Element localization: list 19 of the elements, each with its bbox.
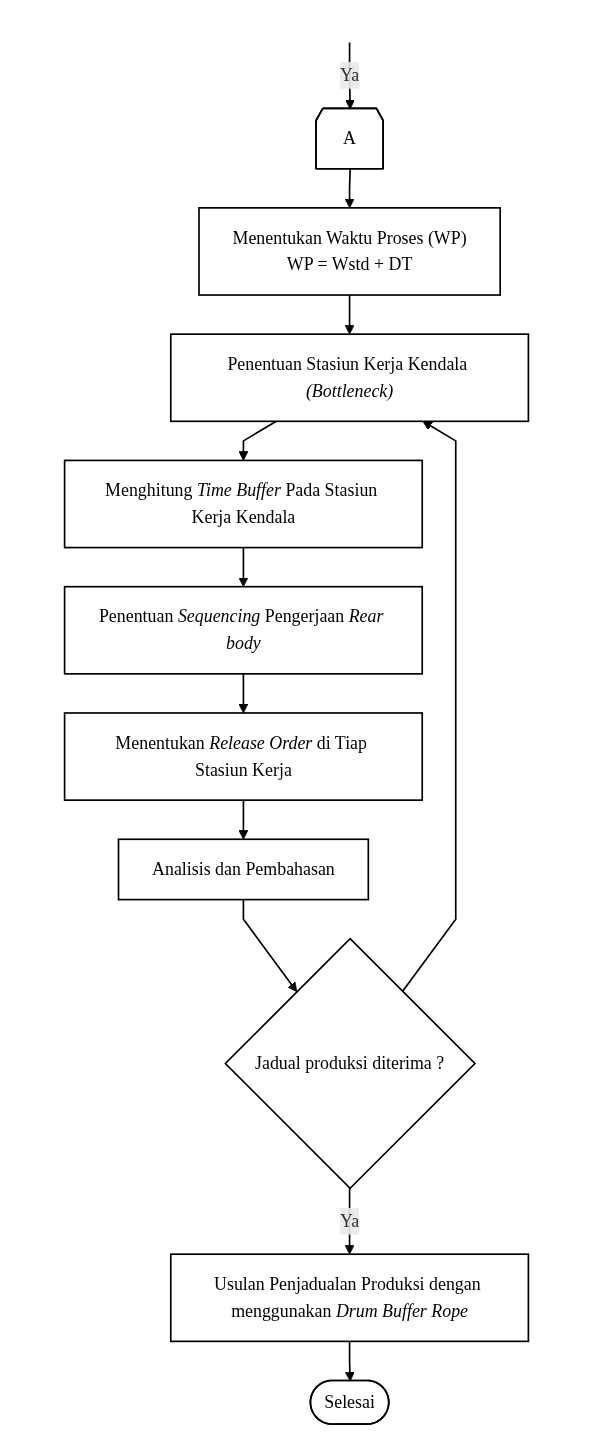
node-box: Analisis dan Pembahasan — [117, 838, 370, 901]
arrow — [238, 420, 278, 461]
arrow — [344, 294, 355, 335]
arrow — [344, 168, 355, 209]
node-box: Menghitung Time Buffer Pada Stasiun Kerja Kendala — [63, 459, 424, 549]
node-box: Menentukan Release Order di Tiap Stasiun Kerja — [63, 712, 424, 801]
edge-label: Ya — [340, 1211, 360, 1231]
arrow — [238, 799, 249, 840]
arrow — [238, 546, 249, 588]
node-box: Penentuan Stasiun Kerja Kendala (Bottleneck) — [169, 333, 530, 423]
arrow — [238, 673, 249, 714]
node-box: Menentukan Waktu Proses (WP) WP = Wstd + DT — [198, 207, 501, 296]
arrow — [345, 1340, 355, 1382]
node-diamond: Jadual produksi diterima ? — [224, 937, 477, 1190]
node-box: Penentuan Sequencing Pengerjaan Rear body — [63, 585, 424, 675]
edge-label: Ya — [340, 65, 360, 85]
arrow — [242, 898, 298, 993]
node-box: Usulan Penjadualan Produksi dengan menggunakan Drum Buffer Rope — [169, 1253, 530, 1343]
arrow — [401, 420, 457, 993]
